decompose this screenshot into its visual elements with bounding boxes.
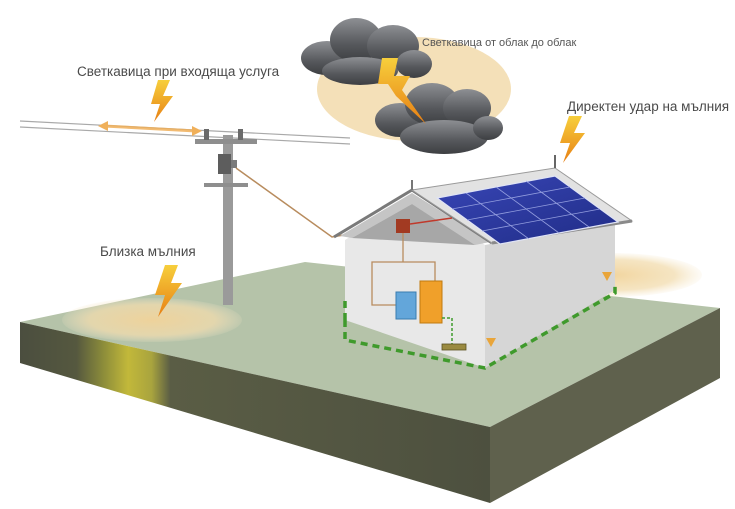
roof-gable-shade xyxy=(340,193,490,245)
inverter-ground-wire xyxy=(442,317,453,345)
label-direct-strike: Директен удар на мълния xyxy=(567,99,730,114)
bolt-direct-strike xyxy=(560,116,585,163)
house-icon xyxy=(333,155,634,368)
nearby-strike-glow xyxy=(62,298,242,342)
ground-front xyxy=(20,322,490,503)
bolt-incoming-service xyxy=(151,80,173,122)
internal-wiring xyxy=(371,233,436,306)
bolt-nearby-strike xyxy=(155,265,182,317)
wall-current-arrowhead-front xyxy=(486,338,496,347)
label-nearby-strike: Близка мълния xyxy=(100,244,196,259)
upper-cloud xyxy=(301,18,432,85)
roof-gable-inner xyxy=(352,204,475,245)
house-side-wall xyxy=(485,221,615,368)
label-cloud-to-cloud: Светкавица от облак до облак xyxy=(422,37,577,49)
surge-arrow xyxy=(103,124,197,133)
surge-arrowhead-left xyxy=(98,121,108,131)
lightning-bolt-icon xyxy=(151,58,585,317)
power-lines xyxy=(19,120,351,145)
utility-pole-icon xyxy=(195,129,257,305)
wall-current-arrowhead-side xyxy=(602,272,612,281)
ground-side xyxy=(490,308,720,503)
panel-dc-wire xyxy=(409,217,453,225)
earth-ring xyxy=(343,285,617,370)
surge-protector xyxy=(396,219,410,233)
meter-box xyxy=(395,291,417,320)
bolt-cloud-to-cloud xyxy=(378,58,426,124)
solar-panel-icon xyxy=(435,175,620,245)
surge-arrowhead-right xyxy=(192,126,202,136)
label-incoming-service: Светкавица при входяща услуга xyxy=(77,64,280,79)
inverter-box xyxy=(419,280,443,324)
ground-bar xyxy=(441,343,467,351)
